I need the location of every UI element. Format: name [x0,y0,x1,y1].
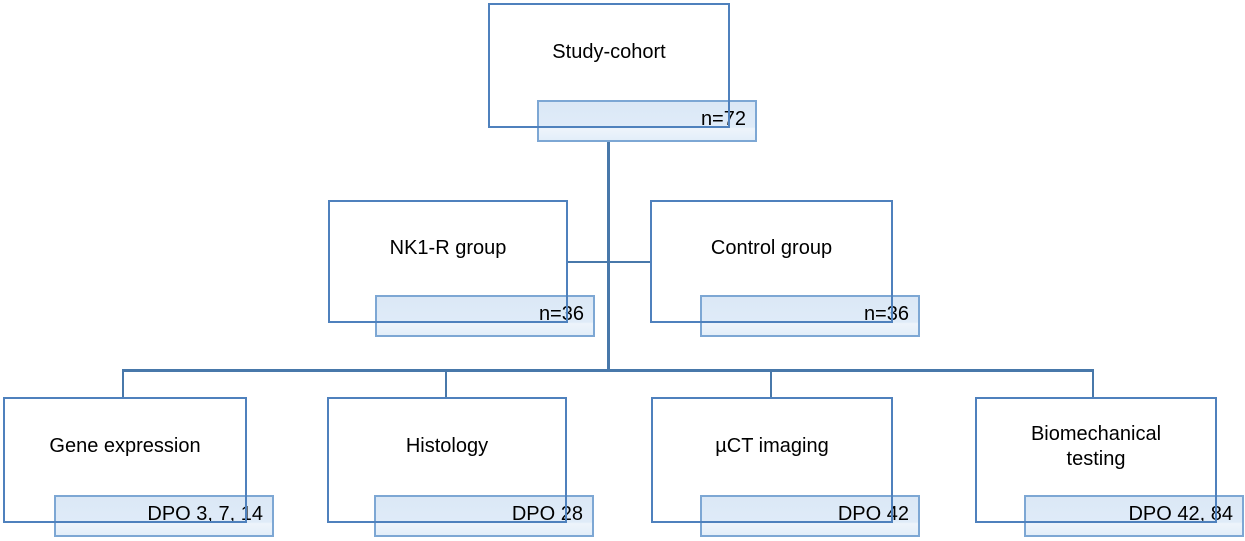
node-nk1r-group: n=36 NK1-R group [328,200,595,337]
connector-drop-uct-imaging [770,370,772,398]
connector-drop-biomechanical-testing [1092,370,1094,398]
count-badge-nk1r-group: n=36 [375,295,595,337]
node-label: Gene expression [49,435,201,458]
node-box-outline [327,397,567,523]
connector-drop-histology [445,370,447,398]
timepoint-badge-value: DPO 42, 84 [1128,502,1233,525]
node-control-group: n=36 Control group [650,200,920,337]
node-box-outline [975,397,1217,523]
connector-level2-crossbar [567,261,651,263]
node-box-outline [328,200,568,323]
timepoint-badge-gene-expression: DPO 3, 7, 14 [54,495,274,537]
count-badge-value: n=36 [863,302,909,325]
connector-drop-gene-expression [122,370,124,398]
count-badge-value: n=36 [538,302,584,325]
node-gene-expression: DPO 3, 7, 14 Gene expression [3,397,274,537]
timepoint-badge-uct-imaging: DPO 42 [700,495,920,537]
node-label: NK1-R group [389,236,507,259]
node-label: Control group [710,236,833,259]
node-box-outline [650,200,893,323]
timepoint-badge-value: DPO 3, 7, 14 [147,502,263,525]
node-biomechanical-testing: DPO 42, 84 Biomechanical testing [975,397,1244,537]
connector-trunk [607,141,610,371]
count-badge-value: n=72 [700,107,746,130]
node-box-outline [488,3,730,128]
count-badge-control-group: n=36 [700,295,920,337]
node-histology: DPO 28 Histology [327,397,594,537]
node-label: Study-cohort [552,40,666,63]
timepoint-badge-biomechanical-testing: DPO 42, 84 [1024,495,1244,537]
node-label: Biomechanical testing [1030,422,1162,470]
node-label: Histology [405,435,489,458]
timepoint-badge-histology: DPO 28 [374,495,594,537]
node-label: µCT imaging [715,435,829,458]
count-badge-study-cohort: n=72 [537,100,757,142]
node-uct-imaging: DPO 42 µCT imaging [651,397,920,537]
node-study-cohort: n=72 Study-cohort [488,3,757,142]
connector-level3-rail [122,369,1094,372]
node-box-outline [651,397,893,523]
node-box-outline [3,397,247,523]
